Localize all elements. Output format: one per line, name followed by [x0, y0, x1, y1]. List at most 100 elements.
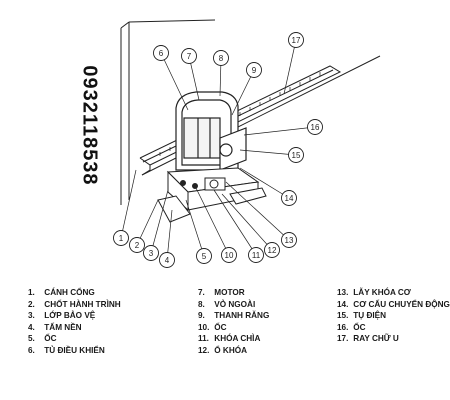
callout-circle: [246, 62, 262, 78]
legend-item: 17. RAY CHỮ U: [337, 333, 450, 345]
callout-6: 6: [153, 45, 169, 61]
callout-7: 7: [181, 48, 197, 64]
legend-item: 6. TỦ ĐIỀU KHIỂN: [28, 345, 121, 357]
legend-item: 15. TỤ ĐIỆN: [337, 310, 450, 322]
callout-circle: [288, 32, 304, 48]
callout-2: 2: [129, 237, 145, 253]
callout-12: 12: [264, 242, 280, 258]
legend-item: 13. LẪY KHÓA CƠ: [337, 287, 450, 299]
legend-label: VỎ NGOÀI: [214, 299, 256, 309]
callout-circle: [196, 248, 212, 264]
legend-number: 14.: [337, 299, 349, 309]
callout-number: 11: [252, 251, 261, 260]
legend-label: CÁNH CỔNG: [44, 288, 95, 297]
callout-11: 11: [248, 247, 264, 263]
callout-circle: [159, 252, 175, 268]
callout-number: 8: [219, 54, 224, 63]
legend-item: 5. ỐC: [28, 333, 121, 345]
legend-item: 2. CHỐT HÀNH TRÌNH: [28, 299, 121, 311]
legend-label: LẪY KHÓA CƠ: [353, 288, 411, 297]
legend-item: 10. ỐC: [198, 322, 269, 334]
callout-circle: [153, 45, 169, 61]
callout-3: 3: [143, 245, 159, 261]
callout-14: 14: [281, 190, 297, 206]
gate-panel: [120, 19, 216, 205]
legend-item: 1. CÁNH CỔNG: [28, 287, 121, 299]
callout-circle: [213, 50, 229, 66]
legend-label: RAY CHỮ U: [353, 334, 399, 344]
callout-circle: [143, 245, 159, 261]
callout-circle: [288, 147, 304, 163]
legend-label: MOTOR: [214, 288, 245, 297]
callout-number: 5: [202, 252, 207, 261]
legend-label: CHỐT HÀNH TRÌNH: [44, 299, 121, 309]
legend-number: 17.: [337, 334, 349, 344]
callout-circle: [264, 242, 280, 258]
legend-label: ỐC: [44, 334, 57, 344]
callout-number: 3: [149, 249, 154, 258]
callout-number: 15: [292, 151, 301, 160]
legend-item: 12. Ổ KHÓA: [198, 345, 269, 357]
legend-label: TỦ ĐIỀU KHIỂN: [44, 345, 105, 355]
legend-number: 9.: [198, 311, 205, 321]
callout-circle: [248, 247, 264, 263]
legend-number: 6.: [28, 345, 35, 355]
legend-number: 16.: [337, 322, 349, 332]
callout-number: 16: [311, 123, 320, 132]
legend-label: CƠ CẤU CHUYỂN ĐỘNG: [353, 299, 450, 309]
legend-item: 14. CƠ CẤU CHUYỂN ĐỘNG: [337, 299, 450, 311]
callout-16: 16: [307, 119, 323, 135]
callout-1: 1: [113, 230, 129, 246]
callout-number: 17: [292, 36, 301, 45]
callout-5: 5: [196, 248, 212, 264]
legend-item: 16. ỐC: [337, 322, 450, 334]
callout-13: 13: [281, 232, 297, 248]
callout-circle: [307, 119, 323, 135]
legend-number: 13.: [337, 288, 349, 297]
callout-circle: [181, 48, 197, 64]
phone-number: 0932118538: [68, 42, 110, 208]
callout-9: 9: [246, 62, 262, 78]
callout-number: 13: [285, 236, 294, 245]
callout-number: 14: [285, 194, 294, 203]
callout-8: 8: [213, 50, 229, 66]
callout-15: 15: [288, 147, 304, 163]
legend-number: 15.: [337, 311, 349, 321]
legend-label: LỚP BẢO VỆ: [44, 311, 96, 321]
legend-label: KHÓA CHÌA: [214, 334, 261, 344]
legend-label: ỐC: [214, 322, 227, 332]
legend-item: 8. VỎ NGOÀI: [198, 299, 269, 311]
legend-item: 4. TẤM NỀN: [28, 322, 121, 334]
legend-number: 1.: [28, 288, 35, 297]
callout-17: 17: [288, 32, 304, 48]
phone-number-text: 0932118538: [78, 64, 101, 186]
legend-number: 11.: [198, 334, 209, 344]
legend-label: THANH RĂNG: [214, 311, 270, 321]
legend-number: 7.: [198, 288, 205, 297]
callout-circle: [281, 190, 297, 206]
callout-number: 4: [165, 256, 170, 265]
callout-4: 4: [159, 252, 175, 268]
legend-number: 5.: [28, 334, 35, 344]
callout-number: 7: [187, 52, 192, 61]
legend-number: 3.: [28, 311, 35, 321]
legend-number: 8.: [198, 299, 205, 309]
motor-housing: [175, 91, 247, 171]
legend-label: ỐC: [353, 322, 366, 332]
legend-item: 7. MOTOR: [198, 287, 269, 299]
base-plate: [157, 167, 267, 223]
callout-circle: [129, 237, 145, 253]
leader-lines: [120, 39, 316, 261]
legend-item: 11. KHÓA CHÌA: [198, 333, 269, 345]
legend-item: 3. LỚP BẢO VỆ: [28, 310, 121, 322]
callout-circle: [113, 230, 129, 246]
callout-number: 2: [135, 241, 140, 250]
legend-number: 10.: [198, 322, 210, 332]
legend-number: 12.: [198, 345, 210, 355]
callout-number: 1: [119, 234, 124, 243]
